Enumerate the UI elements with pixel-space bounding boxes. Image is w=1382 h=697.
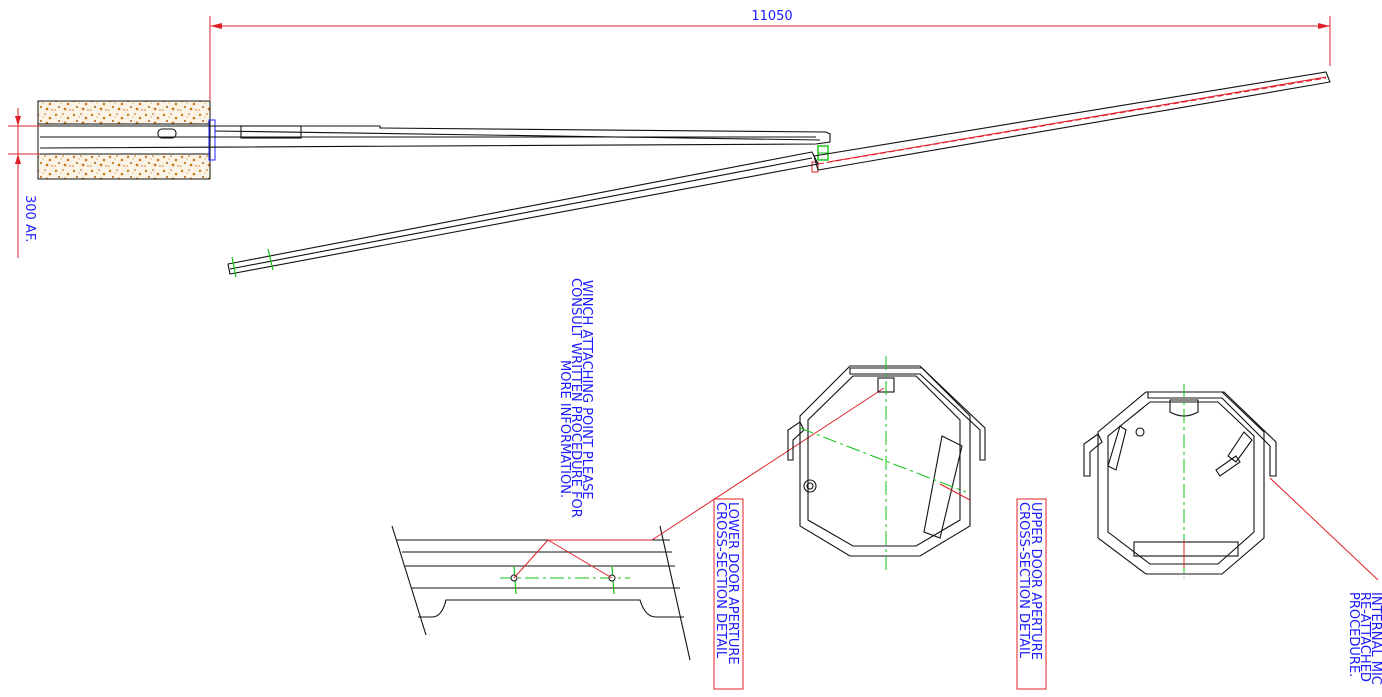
upper-cross-section [1083,384,1277,578]
concrete-base [37,100,216,180]
upper-title-line-2: CROSS-SECTION DETAIL [1016,502,1031,659]
lower-cross-section [787,356,986,572]
hinge-joint [811,145,829,173]
upper-title-line-1: UPPER DOOR APERTURE [1028,502,1043,660]
pole-raised-section [813,71,1331,171]
lower-section-title: LOWER DOOR APERTURE CROSS-SECTION DETAIL [713,498,744,690]
winch-note: WINCH ATTACHING POINT PLEASE CONSULT WRI… [557,278,594,518]
winch-note-line-1: WINCH ATTACHING POINT PLEASE [579,280,594,500]
upper-section-title: UPPER DOOR APERTURE CROSS-SECTION DETAIL [1016,498,1047,690]
winch-leaders [513,387,885,579]
pole-lowered-section [227,151,819,278]
overall-dimension [209,16,1331,100]
internal-note-line-3: PROCEDURE. [1346,592,1361,677]
lower-title-line-2: CROSS-SECTION DETAIL [713,502,728,659]
winch-detail [391,525,691,661]
internal-note-line-2: RE-ATTACHED [1357,592,1372,682]
depth-dimension [8,108,40,258]
internal-note: INTERNAL MIC RE-ATTACHED PROCEDURE. [1346,592,1382,685]
winch-note-line-3: MORE INFORMATION. [557,360,572,498]
lower-title-line-1: LOWER DOOR APERTURE [725,502,740,665]
overall-length-label: 11050 [751,9,792,24]
pole-lower-section [39,125,831,149]
depth-label: 300 AF. [22,195,37,242]
internal-note-line-1: INTERNAL MIC [1368,592,1382,685]
winch-note-line-2: CONSULT WRITTEN PROCEDURE FOR [568,278,583,518]
internal-leader [1269,477,1379,581]
